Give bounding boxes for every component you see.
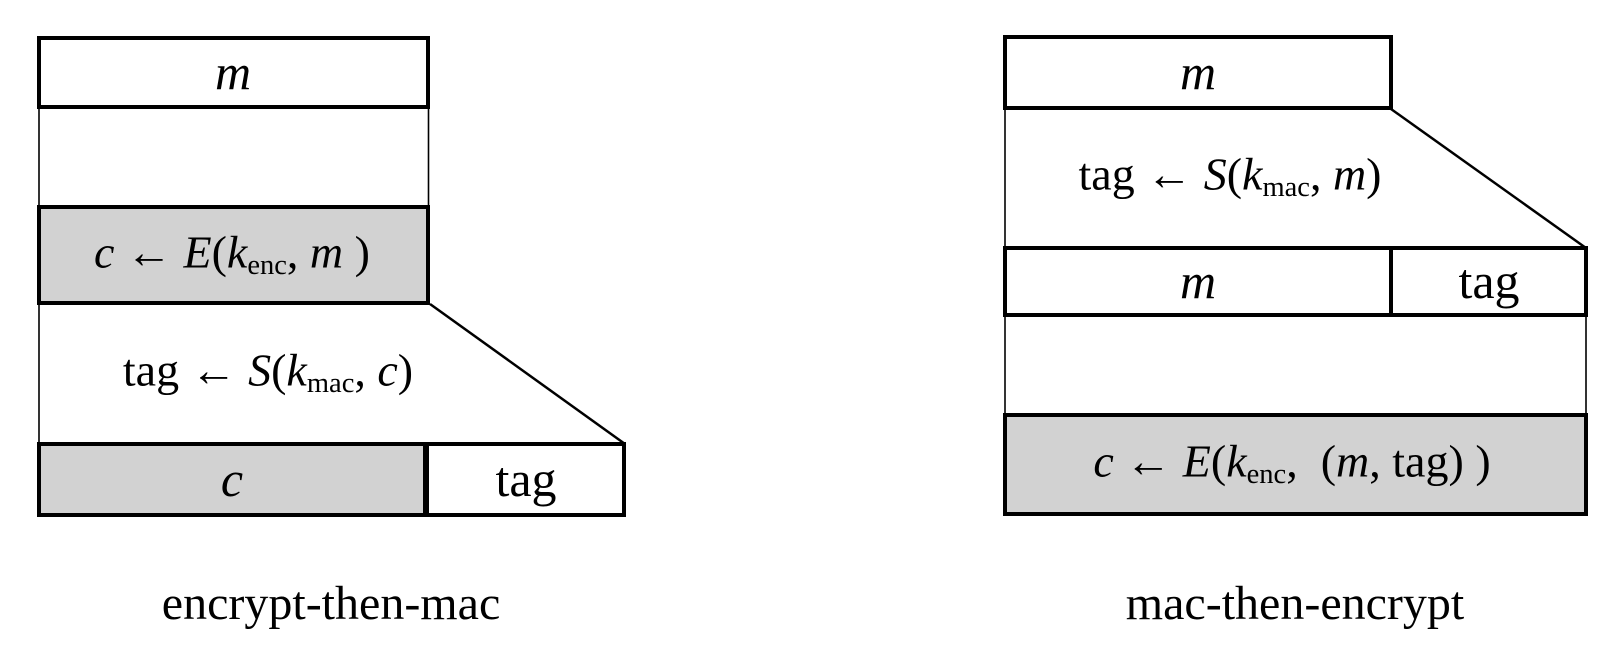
formula-pair-tag: tag: [1392, 435, 1449, 487]
formula-key-subscript: mac: [306, 367, 355, 399]
right-middle-tag-label: tag: [1458, 253, 1520, 309]
formula-pair-close-paren: ): [1448, 435, 1464, 487]
formula-open-paren: (: [211, 226, 227, 278]
formula-key-subscript: mac: [1262, 171, 1310, 203]
formula-arg: m: [309, 226, 344, 278]
formula-key: k: [1242, 148, 1263, 200]
left-top-box-label: m: [214, 44, 252, 100]
formula-key: k: [286, 344, 307, 396]
right-middle-message-label: m: [1179, 253, 1217, 309]
left-encrypt-formula: c ← E(kenc, m ): [94, 226, 370, 281]
right-tag-region-diagonal: [1390, 107, 1587, 250]
formula-lhs: c: [1093, 435, 1114, 487]
formula-open-paren: (: [1226, 148, 1243, 200]
formula-separator: ,: [1309, 148, 1333, 200]
left-mac-formula: tag ← S(kmac, c): [122, 344, 414, 399]
left-message-box: [37, 36, 430, 109]
formula-separator: ,: [1286, 435, 1321, 487]
right-caption: mac-then-encrypt: [1125, 577, 1465, 630]
formula-key-subscript: enc: [247, 249, 287, 281]
left-output-cipher-box: [37, 442, 427, 517]
formula-key: k: [226, 226, 248, 278]
formula-key-subscript: enc: [1246, 458, 1287, 490]
right-top-box-label: m: [1179, 44, 1217, 100]
formula-func: E: [183, 226, 212, 278]
formula-pair-open-paren: (: [1320, 435, 1337, 487]
formula-lhs: c: [94, 226, 115, 278]
formula-close-paren: ): [1366, 148, 1382, 200]
formula-arrow: ←: [1134, 148, 1204, 200]
formula-pair-separator: ,: [1369, 435, 1393, 487]
formula-func: S: [1203, 148, 1227, 200]
right-middle-message-box: [1003, 246, 1393, 317]
formula-arrow: ←: [179, 344, 249, 396]
formula-pair-message: m: [1336, 435, 1370, 487]
formula-func: E: [1182, 435, 1211, 487]
formula-func: S: [248, 344, 272, 396]
formula-lhs: tag: [122, 344, 180, 396]
left-output-cipher-label: c: [220, 451, 244, 507]
left-caption: encrypt-then-mac: [161, 577, 501, 630]
formula-lhs: tag: [1078, 148, 1135, 200]
right-encrypt-formula: c ← E(kenc, (m, tag) ): [1093, 435, 1491, 490]
formula-arrow: ←: [114, 226, 184, 278]
formula-open-paren: (: [1210, 435, 1227, 487]
right-mac-formula: tag ← S(kmac, m): [1078, 148, 1382, 203]
formula-close-paren: ): [343, 226, 370, 278]
formula-arrow: ←: [1113, 435, 1183, 487]
formula-close-paren: ): [397, 344, 414, 396]
formula-open-paren: (: [271, 344, 287, 396]
right-message-box: [1003, 35, 1393, 110]
left-output-tag-box: [425, 442, 626, 517]
formula-separator: ,: [354, 344, 378, 396]
right-ciphertext-box: [1003, 413, 1588, 516]
formula-close-paren: ): [1463, 435, 1491, 487]
left-output-tag-label: tag: [495, 451, 557, 507]
left-ciphertext-box: [37, 205, 430, 305]
right-middle-tag-box: [1389, 246, 1588, 317]
formula-separator: ,: [286, 226, 310, 278]
left-tag-region-diagonal: [429, 302, 626, 446]
formula-key: k: [1226, 435, 1247, 487]
formula-arg: m: [1332, 148, 1367, 200]
formula-arg: c: [377, 344, 398, 396]
